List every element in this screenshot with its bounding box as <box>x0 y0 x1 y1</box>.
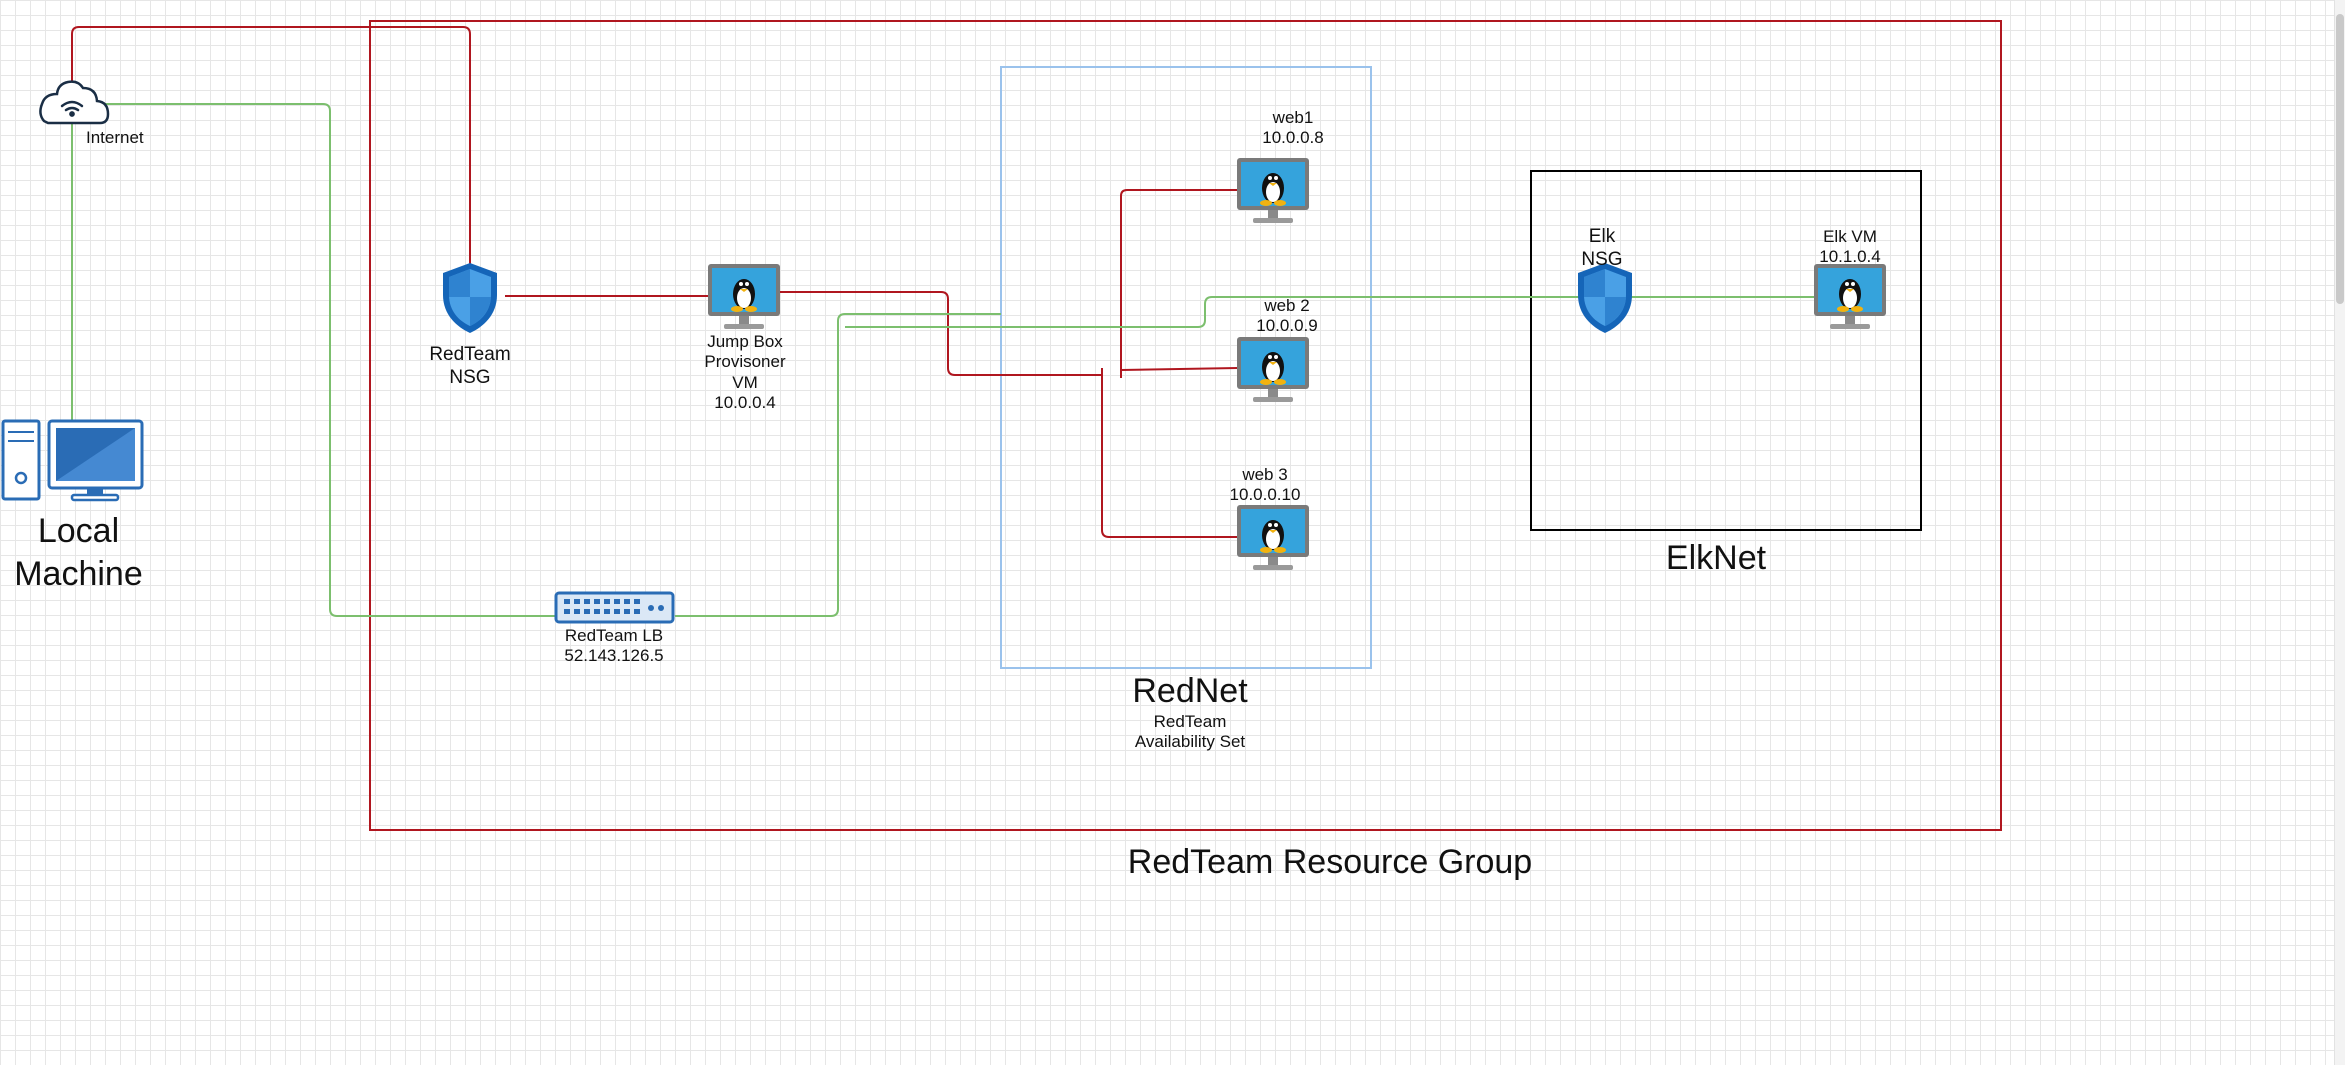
web1-label-line: web1 <box>1272 108 1314 127</box>
linux-vm-icon <box>1237 337 1309 402</box>
load-balancer-icon <box>554 591 675 624</box>
green-connectors <box>71 103 1817 617</box>
web1-label-line: 10.0.0.8 <box>1262 128 1324 148</box>
vertical-scrollbar[interactable] <box>2334 0 2345 1065</box>
elk-nsg-label: Elk NSG <box>1562 226 1642 272</box>
redteam-nsg-label-line: RedTeam <box>429 344 511 365</box>
web1-label: web1 10.0.0.8 <box>1243 108 1343 149</box>
web3-label-line: web 3 <box>1242 465 1288 484</box>
load-balancer-label-line: RedTeam LB <box>564 626 664 645</box>
shield-icon <box>443 263 497 333</box>
local-machine-label-line: Local <box>37 512 120 550</box>
elknet-box <box>1530 170 1922 531</box>
jump-box-label-line: VM <box>732 372 758 392</box>
availability-set-label-line: RedTeam <box>1153 712 1227 731</box>
web3-label-line: 10.0.0.10 <box>1229 485 1301 505</box>
jump-box-label-line: Provisoner <box>704 352 786 372</box>
resource-group-title: RedTeam Resource Group <box>1127 843 1533 881</box>
resource-group-box <box>369 20 2002 831</box>
resource-group-label: RedTeam Resource Group <box>1080 841 1580 884</box>
load-balancer-label: RedTeam LB 52.143.126.5 <box>544 626 684 667</box>
web3-label: web 3 10.0.0.10 <box>1215 465 1315 506</box>
linux-vm-icon <box>1237 505 1309 570</box>
cloud-wifi-icon <box>39 80 110 125</box>
linux-vm-icon <box>1814 264 1886 329</box>
internet-label: Internet <box>86 128 144 147</box>
desktop-computer-icon <box>1 419 144 502</box>
redteam-nsg-label: RedTeam NSG <box>410 344 530 390</box>
jump-box-label-line: Jump Box <box>707 332 783 351</box>
elk-nsg-label-line: Elk <box>1588 226 1616 247</box>
web2-label-line: 10.0.0.9 <box>1256 316 1318 336</box>
scrollbar-thumb[interactable] <box>2336 14 2344 304</box>
elk-vm-label-line: Elk VM <box>1823 227 1877 246</box>
elk-vm-label: Elk VM 10.1.0.4 <box>1800 227 1900 268</box>
availability-set-label: RedTeam Availability Set <box>1090 712 1290 753</box>
web2-label-line: web 2 <box>1264 296 1310 315</box>
jump-box-label: Jump Box Provisoner VM 10.0.0.4 <box>685 332 805 414</box>
linux-vm-icon <box>708 264 780 329</box>
web2-label: web 2 10.0.0.9 <box>1237 296 1337 337</box>
elk-vm-label-line: 10.1.0.4 <box>1819 247 1881 267</box>
local-machine-label-line: Machine <box>14 554 143 593</box>
load-balancer-label-line: 52.143.126.5 <box>564 646 664 666</box>
redteam-nsg-label-line: NSG <box>449 366 491 388</box>
shield-icon <box>1578 263 1632 333</box>
red-connectors <box>71 26 1239 538</box>
rednet-box <box>1000 66 1372 669</box>
jump-box-label-line: 10.0.0.4 <box>714 393 776 413</box>
local-machine-label: Local Machine <box>6 510 151 595</box>
rednet-label: RedNet <box>1132 672 1248 710</box>
linux-vm-icon <box>1237 158 1309 223</box>
elknet-label: ElkNet <box>1665 539 1767 577</box>
availability-set-label-line: Availability Set <box>1134 732 1246 752</box>
elk-nsg-label-line: NSG <box>1581 248 1623 270</box>
